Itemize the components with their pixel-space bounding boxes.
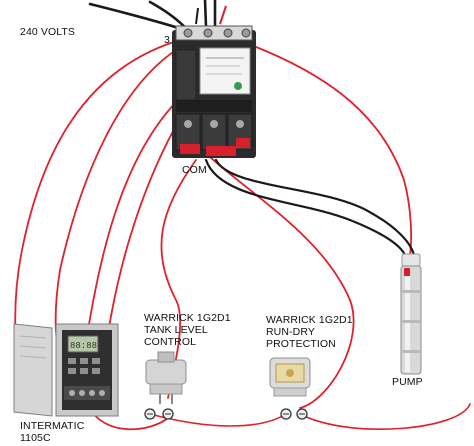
contactor	[172, 5, 256, 158]
intermatic-label-line-1: INTERMATIC	[20, 420, 85, 432]
wires	[14, 0, 471, 431]
com-label: COM	[182, 164, 207, 176]
pump	[400, 253, 422, 375]
run-dry-label-line-2: RUN-DRY	[266, 326, 315, 338]
red-wire-to-pump	[237, 39, 413, 256]
black-wire-pump-2	[214, 158, 416, 257]
run-dry-label-line-3: PROTECTION	[266, 338, 336, 350]
red-wire-to-run-dry	[189, 137, 355, 409]
tank-level-control	[145, 351, 187, 404]
voltage-label: 240 VOLTS	[20, 26, 75, 38]
terminal-screws	[144, 408, 308, 420]
run-dry-label-line-1: WARRICK 1G2D1	[266, 314, 353, 326]
svg-text:88:88: 88:88	[70, 341, 97, 351]
intermatic-label-line-2: 1105C	[20, 432, 51, 444]
tank-level-label-line-3: CONTROL	[144, 336, 197, 348]
supply-line-3	[203, 0, 208, 28]
black-wire-pump-1	[204, 158, 407, 257]
tank-level-label-line-2: TANK LEVEL	[144, 324, 208, 336]
run-dry-protection	[269, 357, 311, 397]
terminal-number-label: 3	[164, 34, 170, 46]
red-wire-bottom-loop	[91, 411, 169, 431]
pump-label: PUMP	[392, 376, 423, 388]
intermatic-timer: 88:88	[13, 323, 119, 417]
tank-level-label-line-1: WARRICK 1G2D1	[144, 312, 231, 324]
red-wire-bottom-run	[299, 403, 471, 430]
